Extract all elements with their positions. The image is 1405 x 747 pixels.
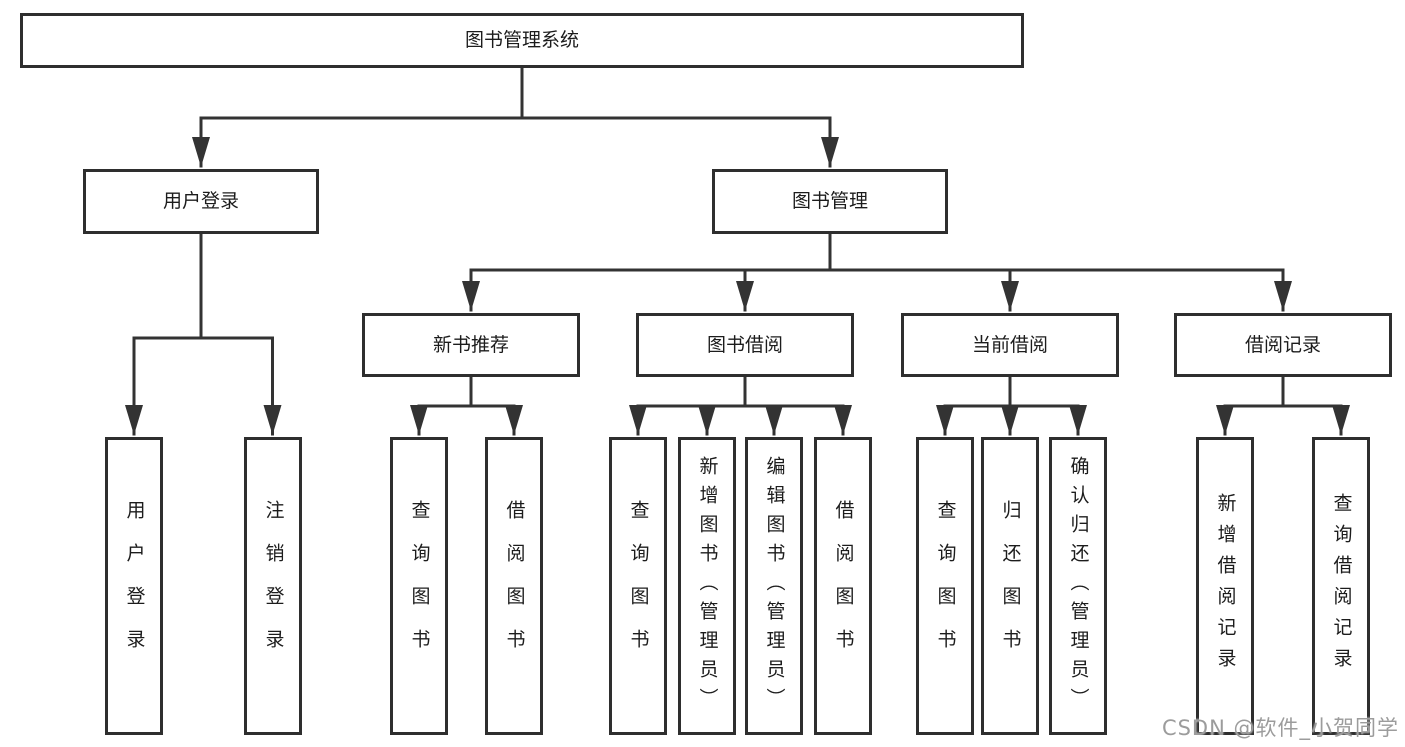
watermark: CSDN @软件_小贺同学: [1161, 716, 1399, 740]
node-add-borrow-record: 新增借阅记录: [1196, 437, 1254, 735]
node-book-management-system: 图书管理系统: [20, 13, 1024, 68]
node-new-book-recommend: 新书推荐: [362, 313, 580, 377]
node-edit-books-admin: 编辑图书（管理员）: [745, 437, 803, 735]
node-borrow-books-op: 借阅图书: [814, 437, 872, 735]
node-query-books-borrow: 查询图书: [609, 437, 667, 735]
node-return-books: 归还图书: [981, 437, 1039, 735]
node-borrowing-records: 借阅记录: [1174, 313, 1392, 377]
node-current-borrowing: 当前借阅: [901, 313, 1119, 377]
node-query-books-current: 查询图书: [916, 437, 974, 735]
node-borrow-books-recommend: 借阅图书: [485, 437, 543, 735]
node-query-borrow-record: 查询借阅记录: [1312, 437, 1370, 735]
node-confirm-return-admin: 确认归还（管理员）: [1049, 437, 1107, 735]
node-logout-op: 注销登录: [244, 437, 302, 735]
node-book-borrowing: 图书借阅: [636, 313, 854, 377]
node-query-books-recommend: 查询图书: [390, 437, 448, 735]
node-add-books-admin: 新增图书（管理员）: [678, 437, 736, 735]
node-book-management: 图书管理: [712, 169, 948, 234]
node-user-login-op: 用户登录: [105, 437, 163, 735]
node-user-login: 用户登录: [83, 169, 319, 234]
